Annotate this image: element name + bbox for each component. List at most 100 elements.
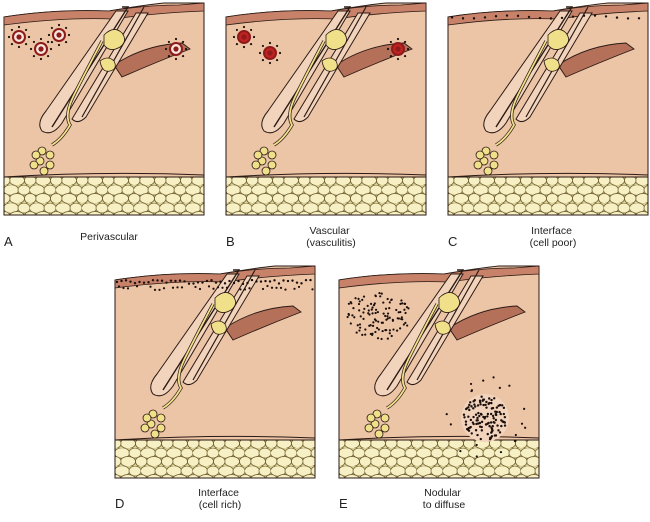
- nodule-cell: [486, 422, 489, 425]
- interface-cell: [133, 281, 137, 285]
- caption-c-line-1: Interface: [531, 225, 572, 237]
- nodule-cell: [479, 437, 482, 441]
- interface-cell: [126, 287, 130, 290]
- nodule-cell: [503, 424, 507, 427]
- perivascular-cell: [24, 42, 28, 46]
- interface-cell: [117, 285, 121, 288]
- diffuse-cell: [362, 317, 365, 320]
- nodule-cell: [480, 395, 483, 398]
- diffuse-cell: [369, 332, 372, 336]
- caption-c: Interface (cell poor): [530, 225, 577, 249]
- nodule-cell: [473, 403, 476, 406]
- perivascular-cell: [261, 44, 265, 48]
- arrector-pili-muscle: [224, 305, 302, 341]
- interface-cell: [160, 279, 164, 282]
- interface-cell: [615, 16, 619, 19]
- interface-cell: [210, 278, 213, 282]
- interface-cell: [268, 280, 272, 283]
- sweat-coil-loop-1: [45, 150, 55, 160]
- interface-cell: [461, 17, 465, 20]
- nodule-cell: [487, 402, 490, 406]
- perivascular-cell: [261, 58, 265, 62]
- interface-cell-rich-infiltrate: [115, 278, 314, 291]
- scattered-cell: [499, 450, 503, 454]
- sweat-coil-loop-6: [31, 150, 41, 160]
- sweat-gland-coil: [473, 146, 499, 176]
- diffuse-cell: [386, 315, 389, 318]
- sweat-coil-loop-4: [374, 429, 384, 439]
- sweat-coil-loop-3: [156, 423, 166, 433]
- interface-cell: [637, 17, 641, 20]
- perivascular-cell: [27, 35, 31, 39]
- sweat-coil-loop-4: [261, 166, 271, 176]
- nodule-cell: [472, 422, 475, 426]
- scattered-cell: [475, 455, 478, 458]
- diffuse-cell: [371, 312, 374, 315]
- caption-e-line-1: Nodular: [424, 487, 461, 499]
- interface-cell: [225, 286, 229, 289]
- diffuse-cell: [396, 329, 399, 332]
- nodule-cell: [467, 426, 471, 430]
- scattered-cell: [514, 433, 517, 437]
- dermis-fat-boundary: [447, 172, 649, 178]
- perivascular-cell: [174, 57, 178, 61]
- nodule-cell: [490, 435, 494, 438]
- nodule-cell: [469, 418, 473, 422]
- diffuse-cell: [353, 316, 356, 319]
- diffuse-cell: [395, 308, 398, 312]
- interface-cell: [311, 288, 314, 291]
- interface-cell: [291, 279, 294, 282]
- caption-b-line-2: (vasculitis): [306, 237, 356, 249]
- nodule-cell: [485, 406, 488, 409]
- sweat-coil-loop-3: [267, 160, 277, 170]
- sweat-gland-coil: [364, 409, 390, 439]
- perivascular-cell: [50, 26, 54, 30]
- interface-cell: [450, 16, 454, 19]
- interface-cell: [219, 280, 222, 283]
- diffuse-cell: [399, 302, 402, 305]
- interface-cell: [266, 284, 269, 288]
- diffuse-cell: [370, 308, 373, 311]
- perivascular-cell: [235, 28, 239, 32]
- nodule-cell: [476, 422, 480, 425]
- nodule-cell: [490, 401, 493, 405]
- nodule-cell: [472, 400, 475, 403]
- diffuse-cell: [388, 329, 391, 332]
- diffuse-cell: [362, 295, 366, 298]
- nodule-cell: [503, 415, 507, 419]
- perivascular-cell: [268, 41, 272, 45]
- interface-cell: [250, 278, 254, 282]
- diffuse-cell: [371, 306, 374, 309]
- subcutaneous-fat: [225, 176, 427, 216]
- sweat-coil-loop-3: [380, 423, 390, 433]
- sweat-coil-loop-4: [483, 166, 493, 176]
- interface-cell: [158, 288, 161, 291]
- interface-cell: [212, 287, 215, 290]
- nodule-cell: [491, 429, 494, 432]
- diffuse-cell: [358, 323, 362, 326]
- diffuse-cell: [399, 310, 402, 314]
- diffuse-cell: [388, 316, 391, 319]
- interface-cell: [505, 14, 509, 17]
- interface-cell: [243, 288, 247, 291]
- interface-cell: [483, 16, 487, 19]
- interface-cell: [149, 285, 152, 288]
- interface-cell: [241, 282, 245, 286]
- perivascular-cell: [46, 54, 50, 58]
- interface-cell: [293, 287, 296, 290]
- vessel-lumen-0: [16, 34, 22, 40]
- interface-cell: [214, 281, 218, 284]
- interface-cell: [255, 280, 258, 283]
- epidermis: [3, 2, 205, 26]
- perivascular-cell: [17, 25, 21, 29]
- interface-cell: [192, 282, 195, 285]
- diffuse-cell: [376, 310, 379, 314]
- sweat-coil-loop-6: [253, 150, 263, 160]
- sweat-gland-coil: [29, 146, 55, 176]
- perivascular-cell: [403, 54, 407, 58]
- diffuse-cell: [407, 307, 410, 310]
- nodule-cell: [479, 400, 482, 404]
- nodule-cell: [464, 420, 468, 423]
- caption-a-line-1: Perivascular: [80, 231, 138, 243]
- sweat-coil-loop-0: [37, 146, 47, 156]
